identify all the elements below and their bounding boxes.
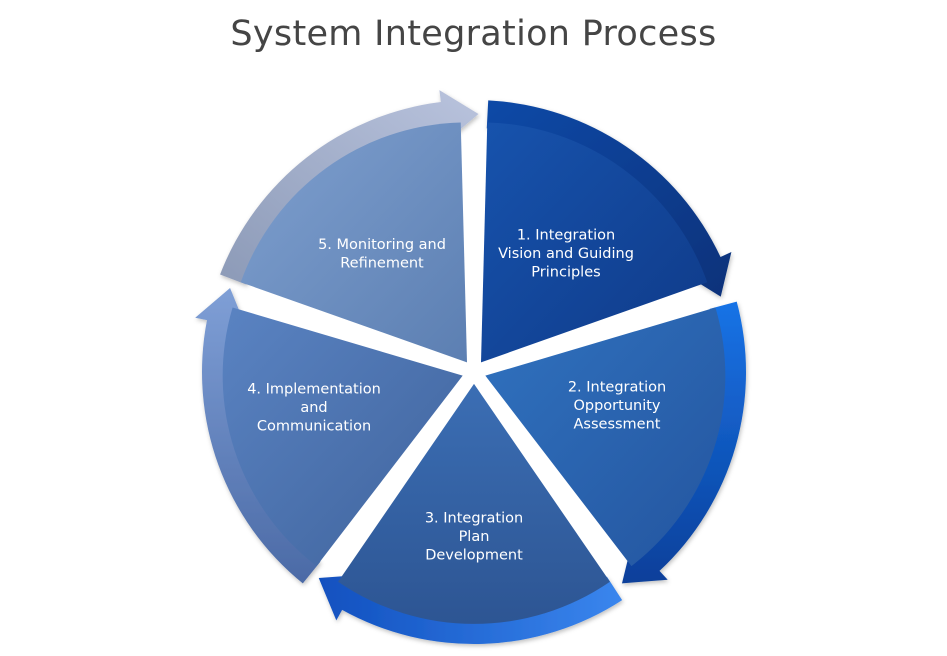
step-label-line: 5. Monitoring and	[318, 237, 446, 253]
step-label-line: 4. Implementation	[247, 382, 381, 398]
step-label-line: Opportunity	[573, 398, 660, 414]
arrow-monitoring	[220, 90, 479, 285]
step-label-line: Development	[425, 548, 523, 564]
step-label-line: and	[300, 400, 327, 416]
wedge-opportunity	[485, 307, 726, 567]
step-label-line: Plan	[459, 529, 490, 545]
step-label-line: 3. Integration	[425, 511, 523, 527]
wedge-vision	[481, 122, 708, 363]
step-label-line: Refinement	[340, 255, 424, 271]
step-label-line: Communication	[257, 419, 371, 435]
step-label-line: Assessment	[574, 417, 661, 433]
step-label-line: 1. Integration	[517, 228, 615, 244]
arrow-plan	[318, 574, 623, 644]
wedge-monitoring	[240, 122, 467, 363]
step-label-line: Principles	[531, 265, 600, 281]
step-label-line: 2. Integration	[568, 380, 666, 396]
wedge-plan	[338, 383, 610, 624]
wedge-implementation	[222, 307, 463, 567]
step-label-line: Vision and Guiding	[498, 246, 634, 262]
arrow-vision	[486, 100, 732, 297]
diagram-title: System Integration Process	[230, 14, 717, 54]
